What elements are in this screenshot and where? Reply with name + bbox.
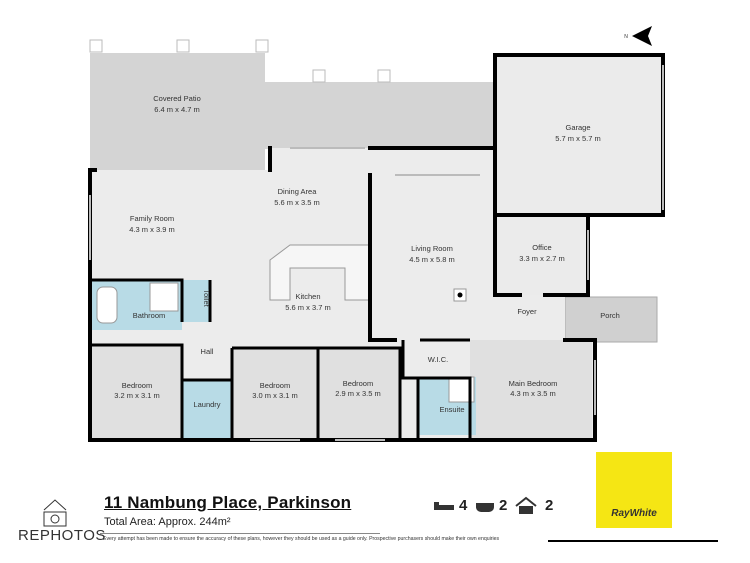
bathroom-count: 2 (499, 497, 508, 514)
label-laundry: Laundry (193, 400, 220, 409)
label-bathroom: Bathroom (133, 311, 166, 320)
north-arrow-icon (632, 26, 652, 46)
label-ensuite: Ensuite (439, 405, 464, 414)
label-living: Living Room (411, 244, 453, 253)
shower (149, 282, 179, 312)
property-address: 11 Nambung Place, Parkinson (104, 493, 352, 512)
label-bedroom-2: Bedroom (260, 381, 290, 390)
label-bedroom-3: Bedroom (343, 379, 373, 388)
porch-area (564, 296, 658, 343)
compass-label: N (624, 34, 628, 40)
patio-posts (89, 39, 391, 83)
label-toilet: Toilet (202, 289, 211, 307)
label-bedroom-1: Bedroom (122, 381, 152, 390)
size-bedroom-1: 3.2 m x 3.1 m (114, 391, 159, 400)
garage-count: 2 (545, 497, 554, 514)
windows (89, 65, 664, 441)
rephotos-logo: REPHOTOS (18, 527, 106, 544)
ray-white-logo-text: RayWhite (611, 508, 657, 519)
label-office: Office (532, 243, 551, 252)
divider (100, 533, 380, 534)
label-garage: Garage (565, 123, 590, 132)
bathtub (96, 286, 118, 324)
label-main-bedroom: Main Bedroom (509, 379, 558, 388)
size-covered-patio: 6.4 m x 4.7 m (154, 105, 199, 114)
label-hall: Hall (201, 347, 214, 356)
divider (548, 540, 718, 542)
office-floor (495, 215, 588, 295)
house-floor (90, 148, 595, 440)
kitchen-bench (269, 244, 371, 301)
total-area: Total Area: Approx. 244m² (104, 516, 231, 528)
bedroom-3-floor (318, 348, 400, 438)
size-bedroom-3: 2.9 m x 3.5 m (335, 389, 380, 398)
size-main-bedroom: 4.3 m x 3.5 m (510, 389, 555, 398)
bedroom-1-floor (90, 345, 182, 438)
size-living: 4.5 m x 5.8 m (409, 255, 454, 264)
bedroom-count: 4 (459, 497, 468, 514)
garage-icon (515, 496, 537, 514)
walls (88, 53, 665, 442)
size-office: 3.3 m x 2.7 m (519, 254, 564, 263)
size-dining: 5.6 m x 3.5 m (274, 198, 319, 207)
label-dining: Dining Area (278, 187, 318, 196)
size-garage: 5.7 m x 5.7 m (555, 134, 600, 143)
size-bedroom-2: 3.0 m x 3.1 m (252, 391, 297, 400)
disclaimer: Every attempt has been made to ensure th… (103, 536, 500, 542)
size-family: 4.3 m x 3.9 m (129, 225, 174, 234)
rephotos-logo-icon (43, 499, 67, 527)
label-wic: W.I.C. (428, 355, 448, 364)
laundry-floor (182, 380, 232, 438)
label-porch: Porch (600, 311, 620, 320)
room-labels: Covered Patio 6.4 m x 4.7 m Garage 5.7 m… (114, 94, 620, 414)
label-family: Family Room (130, 214, 174, 223)
bedroom-2-floor (232, 348, 318, 438)
bath-icon (476, 503, 494, 512)
label-covered-patio: Covered Patio (153, 94, 201, 103)
main-bedroom-floor (470, 340, 592, 438)
bed-icon (434, 502, 454, 510)
patio-strip (265, 82, 495, 149)
toilet-floor (182, 280, 210, 322)
garage-floor (495, 55, 663, 215)
size-kitchen: 5.6 m x 3.7 m (285, 303, 330, 312)
label-foyer: Foyer (517, 307, 537, 316)
label-kitchen: Kitchen (295, 292, 320, 301)
covered-patio-area (90, 53, 265, 170)
ray-white-logo: RayWhite (596, 452, 672, 528)
